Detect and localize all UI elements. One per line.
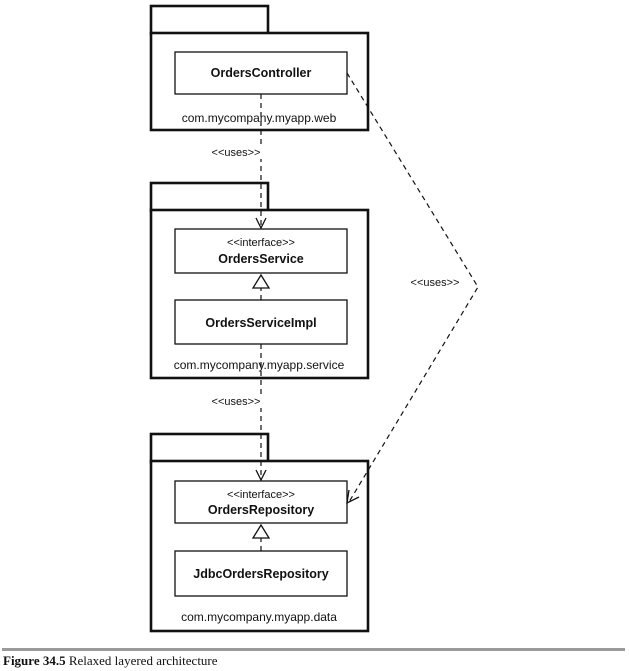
package-data-tab (149, 432, 270, 464)
class-box (174, 51, 348, 95)
package-web: OrdersController com.mycompany.myapp.web (149, 4, 370, 132)
realization-triangle (251, 273, 271, 289)
realization-jdbc-to-repository (251, 523, 271, 551)
class-name: OrdersRepository (208, 503, 314, 517)
class-box (174, 228, 348, 274)
dependency-arrowhead (255, 469, 267, 482)
class-orders-controller: OrdersController (174, 51, 348, 95)
label-background (206, 394, 264, 408)
realization-serviceimpl-to-service (251, 273, 271, 300)
class-box (174, 550, 348, 597)
package-data: <<interface>> OrdersRepository JdbcOrder… (149, 432, 370, 633)
class-name: JdbcOrdersRepository (193, 567, 329, 581)
dependency-label: <<uses>> (411, 277, 460, 289)
package-name: com.mycompany.myapp.service (174, 358, 345, 372)
figure-number: Figure 34.5 (3, 653, 66, 668)
class-orders-repository: <<interface>> OrdersRepository (174, 480, 348, 524)
dependency-line (346, 72, 479, 503)
dependency-arrowhead (346, 489, 360, 505)
architecture-diagram: OrdersController com.mycompany.myapp.web… (149, 4, 479, 633)
dependency-serviceimpl-to-repository: <<uses>> (206, 344, 267, 482)
package-web-tab (149, 4, 270, 36)
class-jdbc-orders-repository: JdbcOrdersRepository (174, 550, 348, 597)
package-name: com.mycompany.myapp.web (182, 111, 337, 125)
class-name: OrdersServiceImpl (205, 316, 316, 330)
package-service-tab (149, 181, 270, 213)
label-background (206, 145, 264, 159)
dependency-label: <<uses>> (212, 396, 261, 408)
dependency-arrowhead (255, 217, 267, 230)
package-service: <<interface>> OrdersService OrdersServic… (149, 181, 370, 380)
class-name: OrdersController (211, 66, 312, 80)
figure-title: Relaxed layered architecture (68, 653, 218, 668)
figure-caption: Figure 34.5 Relaxed layered architecture (3, 653, 218, 669)
class-orders-service: <<interface>> OrdersService (174, 228, 348, 274)
dependency-controller-to-service: <<uses>> (206, 94, 267, 230)
dependency-controller-to-repository: <<uses>> (346, 72, 479, 505)
class-name: OrdersService (218, 252, 304, 266)
caption-divider (2, 648, 625, 651)
package-name: com.mycompany.myapp.data (181, 610, 337, 624)
dependency-label: <<uses>> (212, 147, 261, 159)
realization-triangle (251, 523, 271, 539)
class-orders-service-impl: OrdersServiceImpl (174, 299, 348, 345)
class-stereotype: <<interface>> (227, 237, 295, 249)
class-stereotype: <<interface>> (227, 489, 295, 501)
